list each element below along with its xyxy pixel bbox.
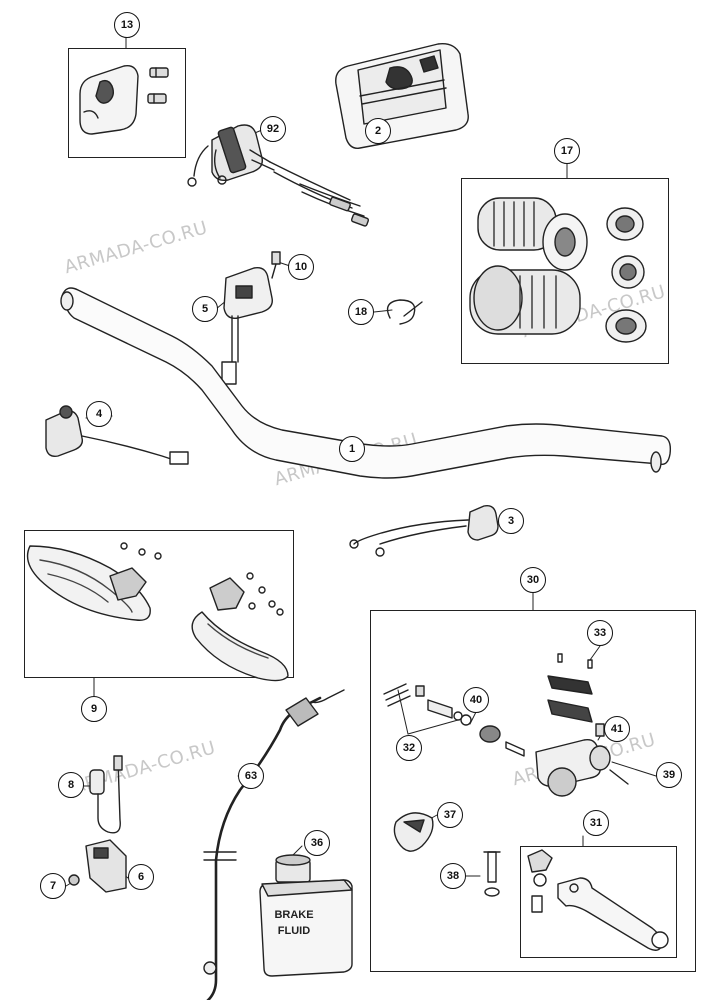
brake-fluid-bottle: BRAKE FLUID xyxy=(259,854,353,977)
callout-7: 7 xyxy=(40,873,66,899)
cable-tie-part xyxy=(386,299,423,325)
grip-set-part xyxy=(469,197,647,343)
callout-92: 92 xyxy=(260,116,286,142)
callout-8: 8 xyxy=(58,772,84,798)
switch-part xyxy=(221,251,281,385)
callout-4: 4 xyxy=(86,401,112,427)
callout-39: 39 xyxy=(656,762,682,788)
clamp-kit-box xyxy=(68,48,186,158)
bottle-label-brake: BRAKE xyxy=(274,909,313,921)
bar-pad-part xyxy=(335,43,469,149)
handlebar-part xyxy=(60,287,672,479)
callout-13: 13 xyxy=(114,12,140,38)
clutch-switch-part xyxy=(68,755,127,893)
callout-36: 36 xyxy=(304,830,330,856)
callout-30: 30 xyxy=(520,567,546,593)
handguard-part xyxy=(26,542,289,682)
callout-5: 5 xyxy=(192,296,218,322)
callout-38: 38 xyxy=(440,863,466,889)
lever-kit-part xyxy=(527,849,669,951)
callout-1: 1 xyxy=(339,436,365,462)
callout-3: 3 xyxy=(498,508,524,534)
callout-18: 18 xyxy=(348,299,374,325)
clamp-part xyxy=(79,65,169,135)
kill-switch-part xyxy=(349,504,499,557)
start-switch-part xyxy=(45,405,189,465)
callout-63: 63 xyxy=(238,763,264,789)
callout-33: 33 xyxy=(587,620,613,646)
callout-41: 41 xyxy=(604,716,630,742)
lever-kit-box xyxy=(520,846,677,958)
callout-9: 9 xyxy=(81,696,107,722)
callout-17: 17 xyxy=(554,138,580,164)
bottle-label-fluid: FLUID xyxy=(278,925,310,937)
throttle-part xyxy=(187,124,370,227)
callout-2: 2 xyxy=(365,118,391,144)
handguard-box xyxy=(24,530,294,678)
callout-31: 31 xyxy=(583,810,609,836)
brake-line-part xyxy=(203,689,345,1000)
callout-10: 10 xyxy=(288,254,314,280)
callout-6: 6 xyxy=(128,864,154,890)
grip-set-box xyxy=(461,178,669,364)
brake-cylinder-part xyxy=(383,653,629,897)
callout-37: 37 xyxy=(437,802,463,828)
callout-40: 40 xyxy=(463,687,489,713)
callout-32: 32 xyxy=(396,735,422,761)
